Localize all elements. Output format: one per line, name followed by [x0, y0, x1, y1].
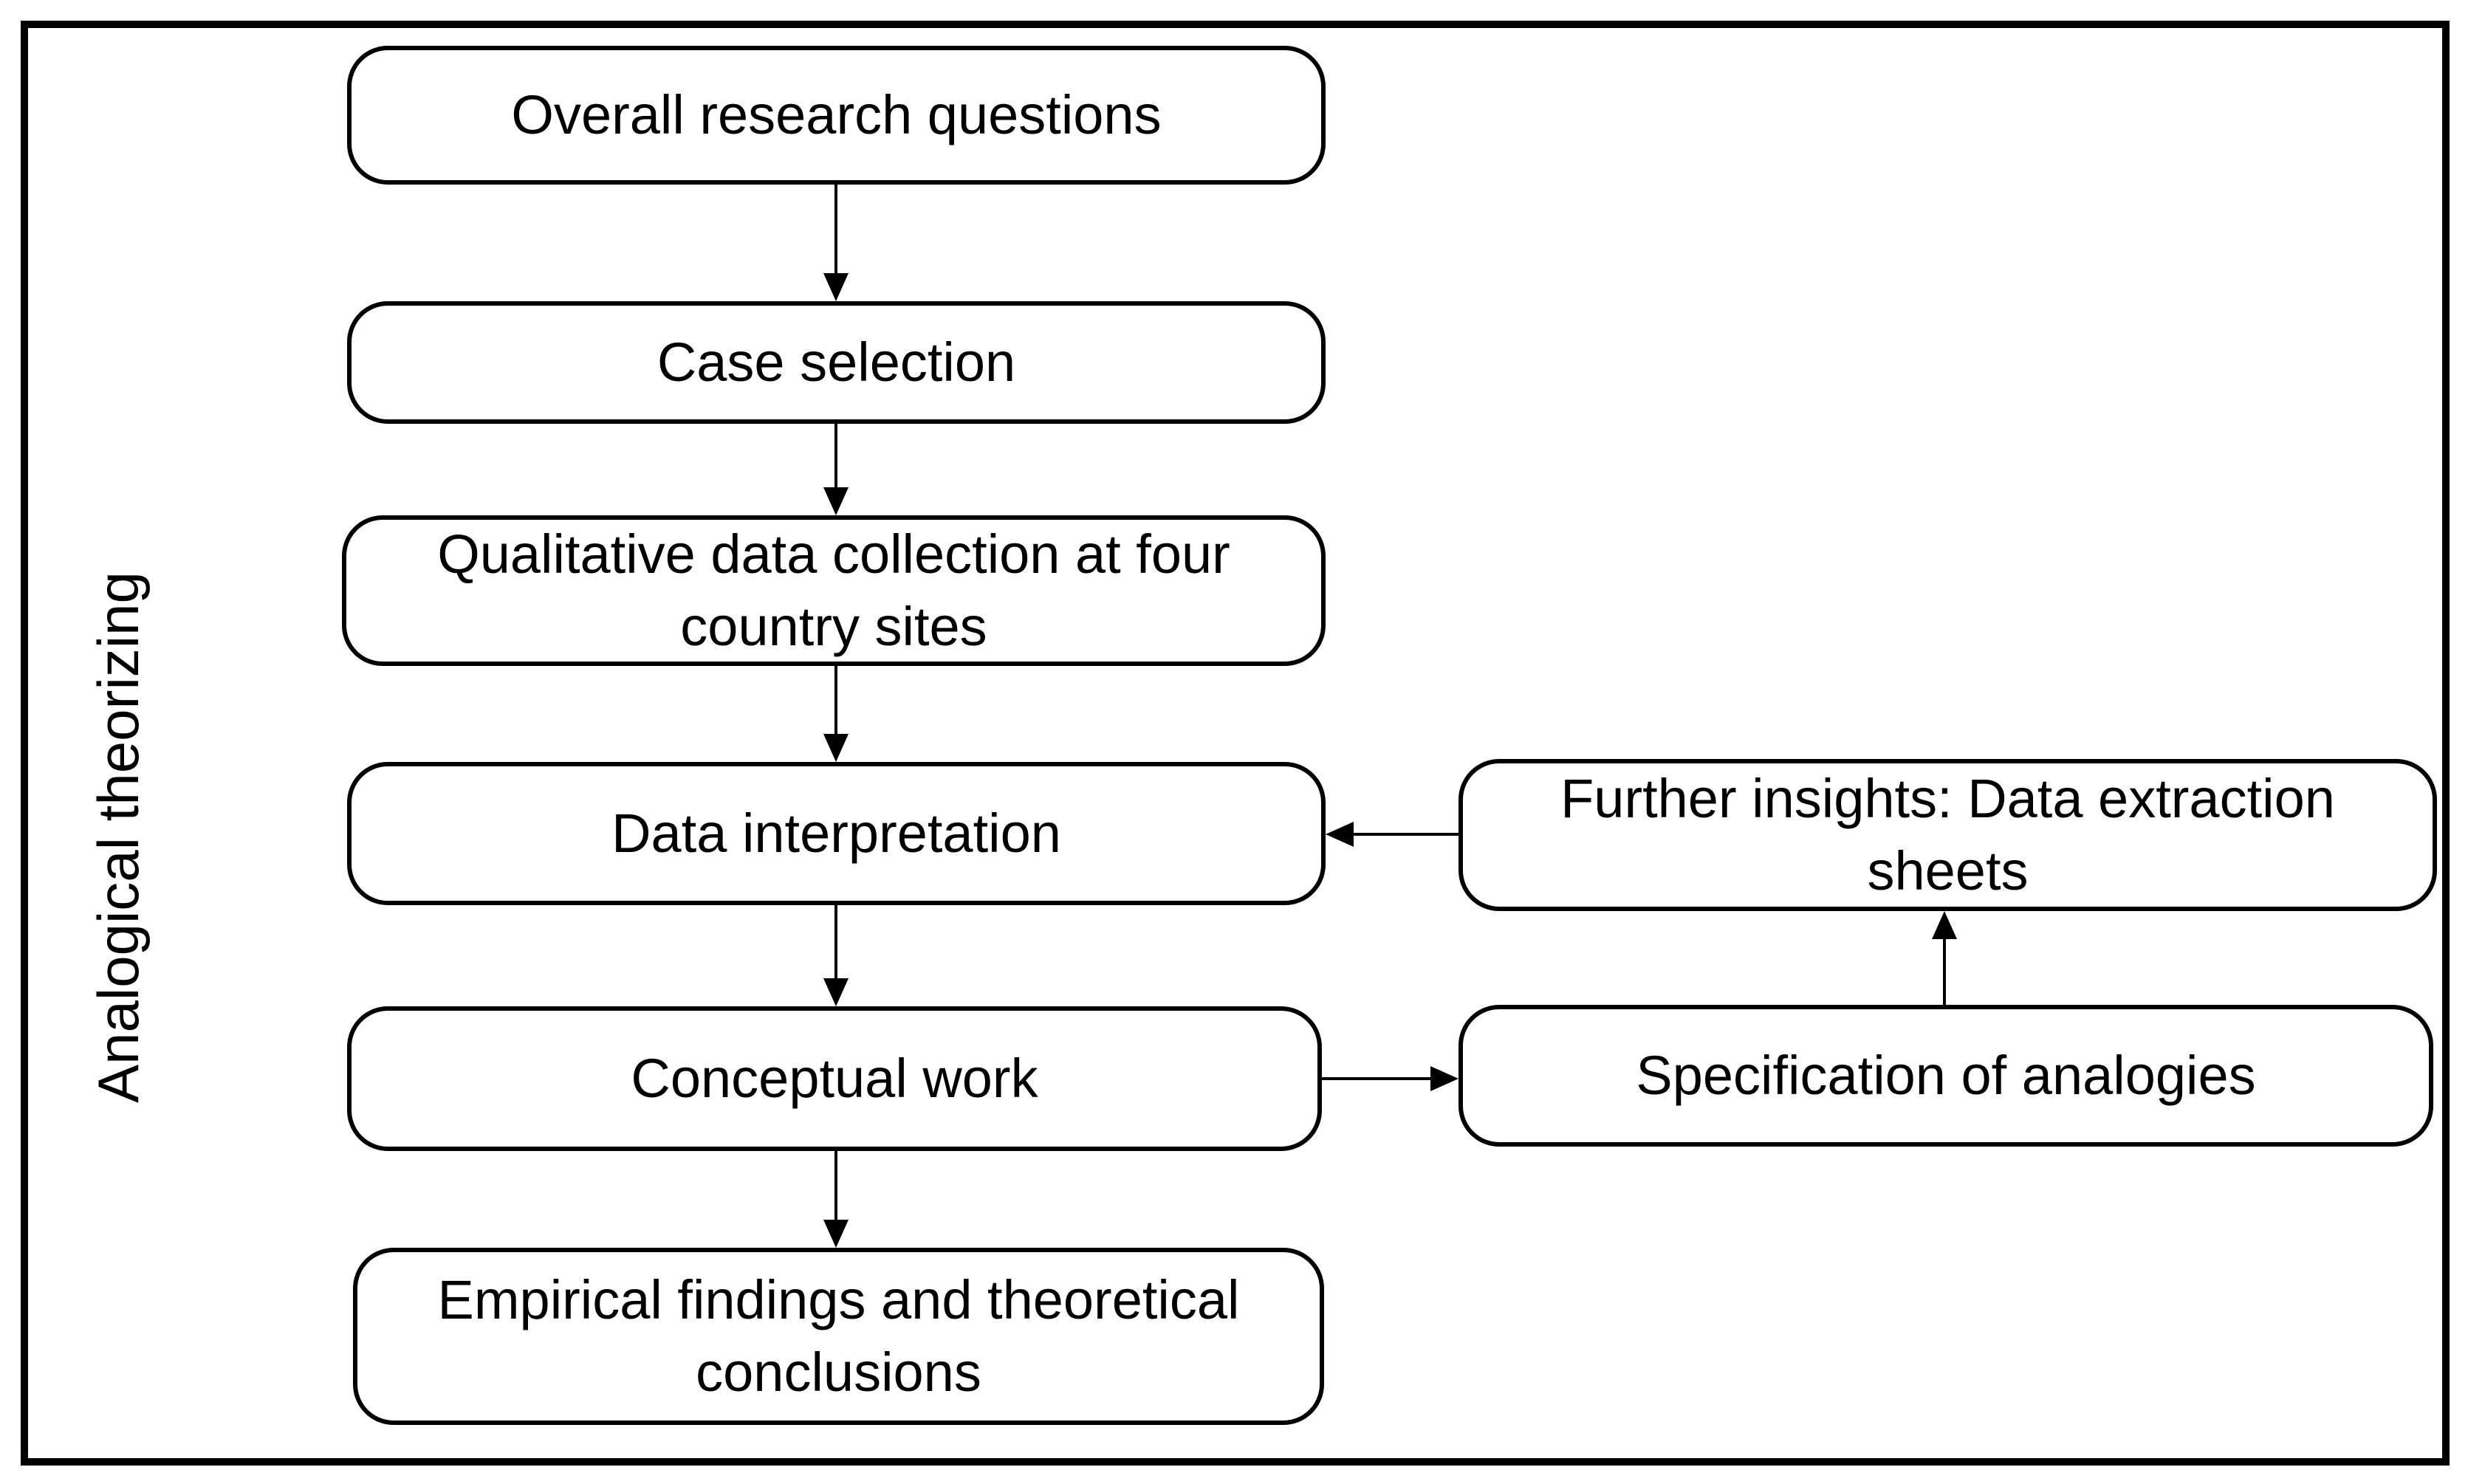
arrow-line [1943, 938, 1946, 1005]
node-data-interpretation: Data interpretation [347, 762, 1326, 905]
node-specification-of-analogies: Specification of analogies [1458, 1005, 2433, 1147]
node-label: Overall research questions [511, 84, 1162, 146]
node-conceptual-work: Conceptual work [347, 1006, 1322, 1151]
arrow-line [1352, 833, 1458, 836]
arrow-line [834, 666, 837, 735]
node-overall-research-questions: Overall research questions [347, 46, 1326, 185]
node-further-insights: Further insights: Data extraction sheets [1458, 759, 2437, 911]
arrow-head-down [823, 1220, 849, 1248]
node-label: Qualitative data collection at four coun… [437, 523, 1230, 657]
side-axis-label: Analogical theorizing [86, 571, 151, 1103]
arrow-head-down [823, 487, 849, 515]
arrow-line [1322, 1077, 1432, 1080]
node-label: Specification of analogies [1636, 1045, 2256, 1107]
arrow-line [834, 185, 837, 275]
arrow-line [834, 905, 837, 980]
arrow-head-right [1430, 1066, 1458, 1091]
node-label: Case selection [657, 332, 1016, 394]
arrow-line [834, 424, 837, 489]
arrow-head-left [1326, 822, 1354, 847]
node-empirical-findings: Empirical findings and theoretical concl… [353, 1248, 1324, 1425]
arrow-head-up [1932, 911, 1957, 939]
arrow-head-down [823, 273, 849, 301]
arrow-head-down [823, 734, 849, 762]
node-qualitative-data-collection: Qualitative data collection at four coun… [342, 515, 1326, 666]
node-label: Data interpretation [611, 803, 1061, 865]
diagram-outer-frame [21, 21, 2450, 1466]
node-case-selection: Case selection [347, 301, 1326, 424]
node-label: Conceptual work [631, 1048, 1038, 1110]
node-label: Further insights: Data extraction sheets [1560, 768, 2335, 901]
arrow-line [834, 1151, 837, 1221]
node-label: Empirical findings and theoretical concl… [437, 1269, 1240, 1403]
arrow-head-down [823, 978, 849, 1006]
